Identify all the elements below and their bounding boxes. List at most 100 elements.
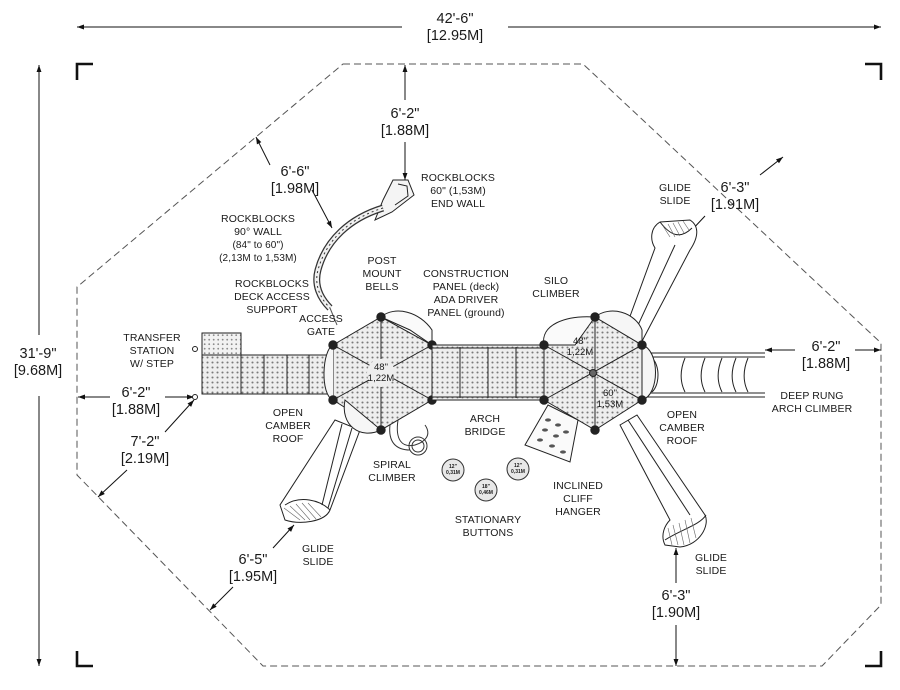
overall-width-m: [12.95M] (426, 27, 484, 44)
label-line: END WALL (430, 198, 486, 210)
clearance-ft: 7'-2" (130, 434, 160, 450)
overall-width-ft: 42'-6" (436, 11, 474, 27)
clearance-arrows (78, 65, 881, 666)
stationary-buttons (441, 457, 530, 502)
crop-mark-bottom-left (75, 651, 93, 668)
label-line: 60" (1,53M) (430, 185, 486, 197)
transfer-platform (201, 354, 242, 395)
left-hex-deck (323, 310, 437, 435)
label-line: OPEN (666, 409, 698, 421)
label-rockblocks-end-wall: ROCKBLOCKS 60" (1,53M) END WALL (421, 172, 495, 211)
label-line: (84" to 60") (232, 240, 284, 251)
clearance-m: [1.91M] (710, 196, 760, 213)
label-line: SILO (543, 275, 569, 287)
label-line: ADA DRIVER (433, 294, 499, 306)
button-size-m: 0,46M (479, 489, 493, 496)
clearance-glide-slide-top-right: 6'-3" [1.91M] (711, 180, 759, 213)
clearance-top: 6'-2" [1.88M] (381, 106, 429, 139)
clearance-ft: 6'-3" (661, 588, 691, 604)
label-arch-bridge: ARCH BRIDGE (465, 413, 506, 439)
deck-height-right-upper: 48" 1,22M (567, 336, 593, 358)
deck-height-ft: 60" (603, 388, 617, 399)
clearance-left: 6'-2" [1.88M] (112, 385, 160, 418)
label-line: PANEL (ground) (427, 307, 505, 319)
clearance-glide-slide-bottom-right: 6'-3" [1.90M] (652, 588, 700, 621)
button-left-shape (441, 458, 465, 482)
deep-rung-arch-climber (645, 352, 765, 398)
deck-height-m: 1,22M (367, 373, 395, 384)
clearance-ft: 6'-6" (280, 164, 310, 180)
deck-height-m: 1,22M (566, 347, 594, 358)
deck-height-ft: 48" (374, 362, 388, 373)
clearance-rockblocks-wall: 6'-6" [1.98M] (271, 164, 319, 197)
label-line: DECK ACCESS (234, 291, 310, 303)
label-glide-slide-top: GLIDE SLIDE (659, 182, 691, 208)
label-inclined-cliff-hanger: INCLINED CLIFF HANGER (553, 480, 603, 519)
clearance-m: [1.88M] (380, 122, 430, 139)
label-line: SLIDE (659, 195, 691, 207)
right-hex-deck (539, 310, 656, 435)
label-line: ARCH CLIMBER (771, 403, 853, 415)
label-line: (2,13M to 1,53M) (219, 253, 297, 264)
label-line: ROCKBLOCKS (421, 172, 495, 184)
label-spiral-climber: SPIRAL CLIMBER (368, 459, 415, 485)
label-line: TRANSFER (123, 332, 181, 344)
transfer-station (192, 332, 334, 400)
label-line: ROCKBLOCKS (235, 278, 309, 290)
label-construction-panel: CONSTRUCTION PANEL (deck) ADA DRIVER PAN… (423, 268, 509, 320)
label-open-camber-roof-left: OPEN CAMBER ROOF (265, 407, 311, 446)
label-line: CLIMBER (368, 472, 416, 484)
use-zone-boundary (76, 63, 882, 667)
label-line: MOUNT (362, 268, 402, 280)
label-line: SLIDE (302, 556, 334, 568)
clearance-rockwall-arrow-down (311, 189, 333, 229)
label-rockblocks-deck-access: ROCKBLOCKS DECK ACCESS SUPPORT (234, 278, 310, 317)
label-access-gate: ACCESS GATE (299, 313, 343, 339)
transfer-stair-1 (240, 354, 265, 395)
post-mount-bells (380, 310, 433, 346)
deck-height-m: 1,53M (596, 399, 624, 410)
button-middle-label: 18" 0,46M (479, 484, 493, 496)
clearance-slide-tr-arrow-up (759, 156, 784, 176)
crop-mark-top-right (865, 62, 883, 80)
label-line: ARCH (469, 413, 501, 425)
label-line: CLIMBER (532, 288, 580, 300)
button-left-label: 12" 0,31M (446, 464, 460, 476)
label-line: STATION (129, 345, 175, 357)
button-size-m: 0,31M (511, 468, 525, 475)
clearance-slide-bl-arrow-up (272, 524, 295, 549)
label-line: ROOF (272, 433, 304, 445)
clearance-leftdiag-arrow-up (164, 399, 195, 433)
rockblocks-end-wall (374, 179, 415, 221)
label-glide-slide-bottom-left: GLIDE SLIDE (302, 543, 334, 569)
clearance-ft: 6'-2" (121, 385, 151, 401)
clearance-ft: 6'-2" (390, 106, 420, 122)
clearance-glide-slide-bottom-left: 6'-5" [1.95M] (229, 552, 277, 585)
label-line: GLIDE (658, 182, 692, 194)
label-line: PANEL (deck) (432, 281, 500, 293)
label-silo-climber: SILO CLIMBER (532, 275, 579, 301)
label-line: SPIRAL (373, 459, 411, 471)
label-line: CAMBER (659, 422, 705, 434)
overall-depth-m: [9.68M] (13, 362, 63, 379)
camber-roof-top-right (594, 310, 643, 346)
overall-width-dimension: 42'-6" [12.95M] (427, 11, 483, 44)
glide-slide-bottom-right (619, 414, 707, 548)
label-stationary-buttons: STATIONARY BUTTONS (455, 514, 521, 540)
button-right-label: 12" 0,31M (511, 463, 525, 475)
arch-bridge (431, 344, 545, 401)
button-size-ft: 18" (482, 484, 490, 490)
clearance-m: [1.88M] (111, 401, 161, 418)
label-line: BELLS (365, 281, 399, 293)
clearance-m: [1.95M] (228, 568, 278, 585)
glide-slide-top-right (624, 219, 698, 346)
label-line: CLIFF (563, 493, 593, 505)
label-line: POST (367, 255, 397, 267)
spiral-climber (389, 419, 429, 456)
clearance-ft: 6'-5" (238, 552, 268, 568)
label-line: GLIDE (694, 552, 728, 564)
transfer-stair-3 (286, 354, 310, 395)
deck-access-support (329, 307, 338, 326)
